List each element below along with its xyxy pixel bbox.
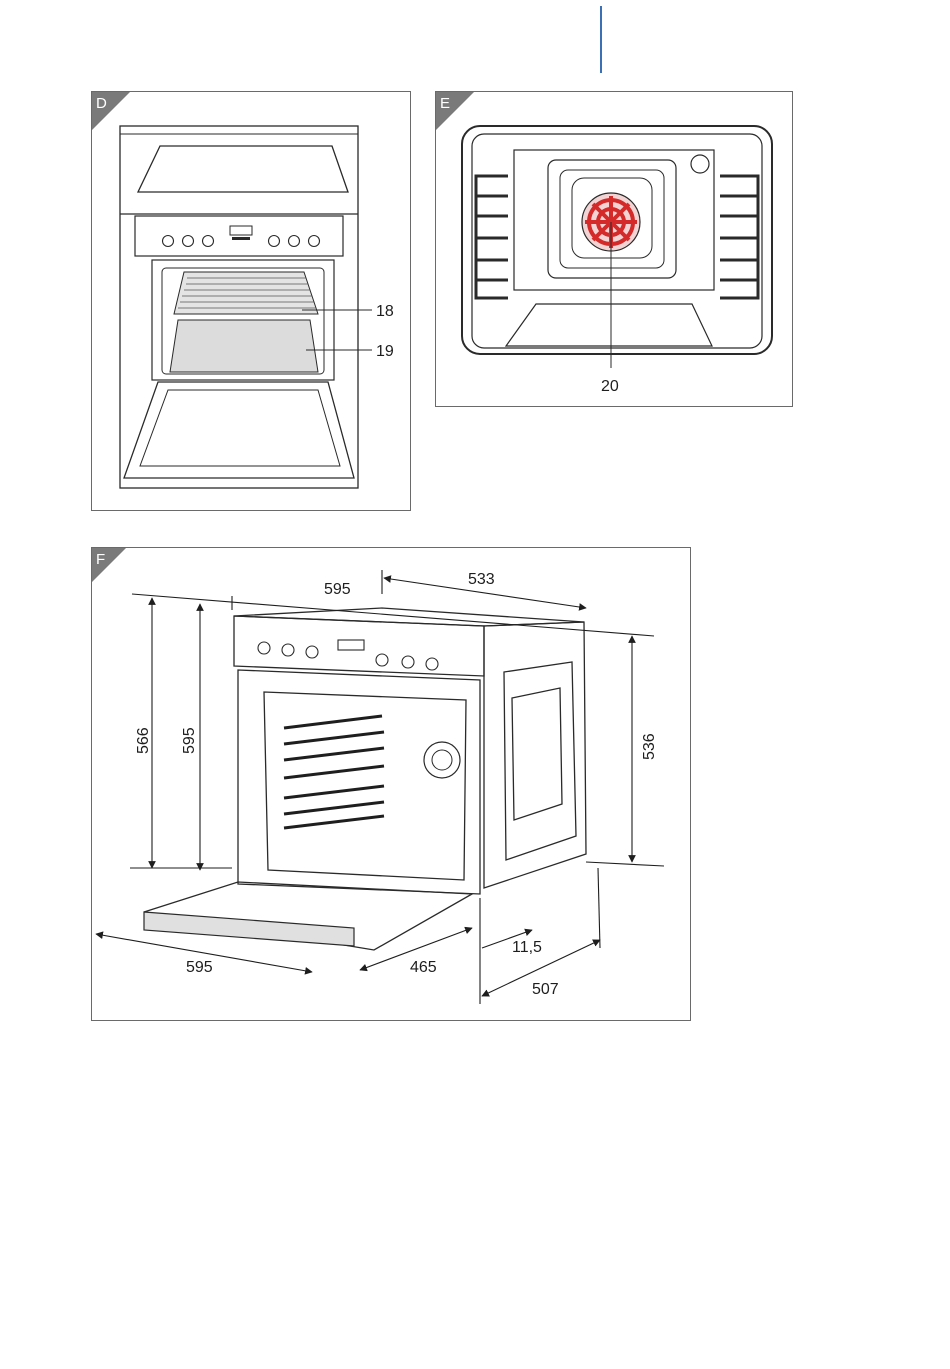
dim-label-gap: 11,5 xyxy=(512,939,542,956)
cavity-floor xyxy=(506,304,712,346)
rear-fan-hub xyxy=(432,750,452,770)
page-accent-line xyxy=(600,6,602,73)
oven-interior-drawing: 20 xyxy=(436,92,792,406)
knob-1 xyxy=(163,236,174,247)
rear-fan xyxy=(424,742,460,778)
callout-19: 19 xyxy=(376,343,394,360)
dim-label-right-height: 536 xyxy=(641,733,658,760)
right-shelf-runners xyxy=(720,176,758,298)
dim-label-total-depth: 507 xyxy=(532,981,559,998)
inner-shelf-runners xyxy=(284,716,384,828)
door-handle-strip xyxy=(144,912,354,946)
dim-label-height-outer: 566 xyxy=(135,727,152,754)
oven-body xyxy=(234,608,586,894)
dim-label-bottom-width: 595 xyxy=(186,959,213,976)
knob-6 xyxy=(309,236,320,247)
oven-door-glass xyxy=(140,390,340,466)
panel-letter-e: E xyxy=(440,95,450,112)
panel-letter-d: D xyxy=(96,95,107,112)
callout-20: 20 xyxy=(601,378,619,395)
side-panel-recess xyxy=(512,688,562,820)
dimension-drawing: 595 533 566 595 536 595 465 11,5 507 xyxy=(92,548,690,1020)
hob-top xyxy=(138,146,348,192)
knob-3 xyxy=(203,236,214,247)
oven-top xyxy=(234,608,584,626)
dim-label-top-width: 595 xyxy=(324,581,351,598)
panel-d-oven-front: 18 19 D xyxy=(91,91,411,511)
ext-bottom-right xyxy=(586,862,664,866)
display-window xyxy=(230,226,252,235)
dim-label-bottom-depth: 465 xyxy=(410,959,437,976)
knob-2 xyxy=(183,236,194,247)
left-shelf-runners xyxy=(476,176,508,298)
callout-18: 18 xyxy=(376,303,394,320)
ext-rear-face xyxy=(598,868,600,948)
panel-letter-f: F xyxy=(96,551,105,568)
panel-f-installation-dimensions: 595 533 566 595 536 595 465 11,5 507 F xyxy=(91,547,691,1021)
baking-tray xyxy=(170,320,318,372)
ext-top-long xyxy=(132,594,654,636)
oven-front-drawing: 18 19 xyxy=(92,92,410,510)
oven-knobs xyxy=(258,640,438,670)
dim-label-top-depth: 533 xyxy=(468,571,495,588)
panel-e-oven-interior: 20 E xyxy=(435,91,793,407)
oven-lamp xyxy=(691,155,709,173)
oven-front-frame xyxy=(238,670,480,894)
knob-4 xyxy=(269,236,280,247)
dim-label-height-inner: 595 xyxy=(181,727,198,754)
display-buttons xyxy=(232,237,250,240)
oven-opening xyxy=(264,692,466,880)
knob-5 xyxy=(289,236,300,247)
